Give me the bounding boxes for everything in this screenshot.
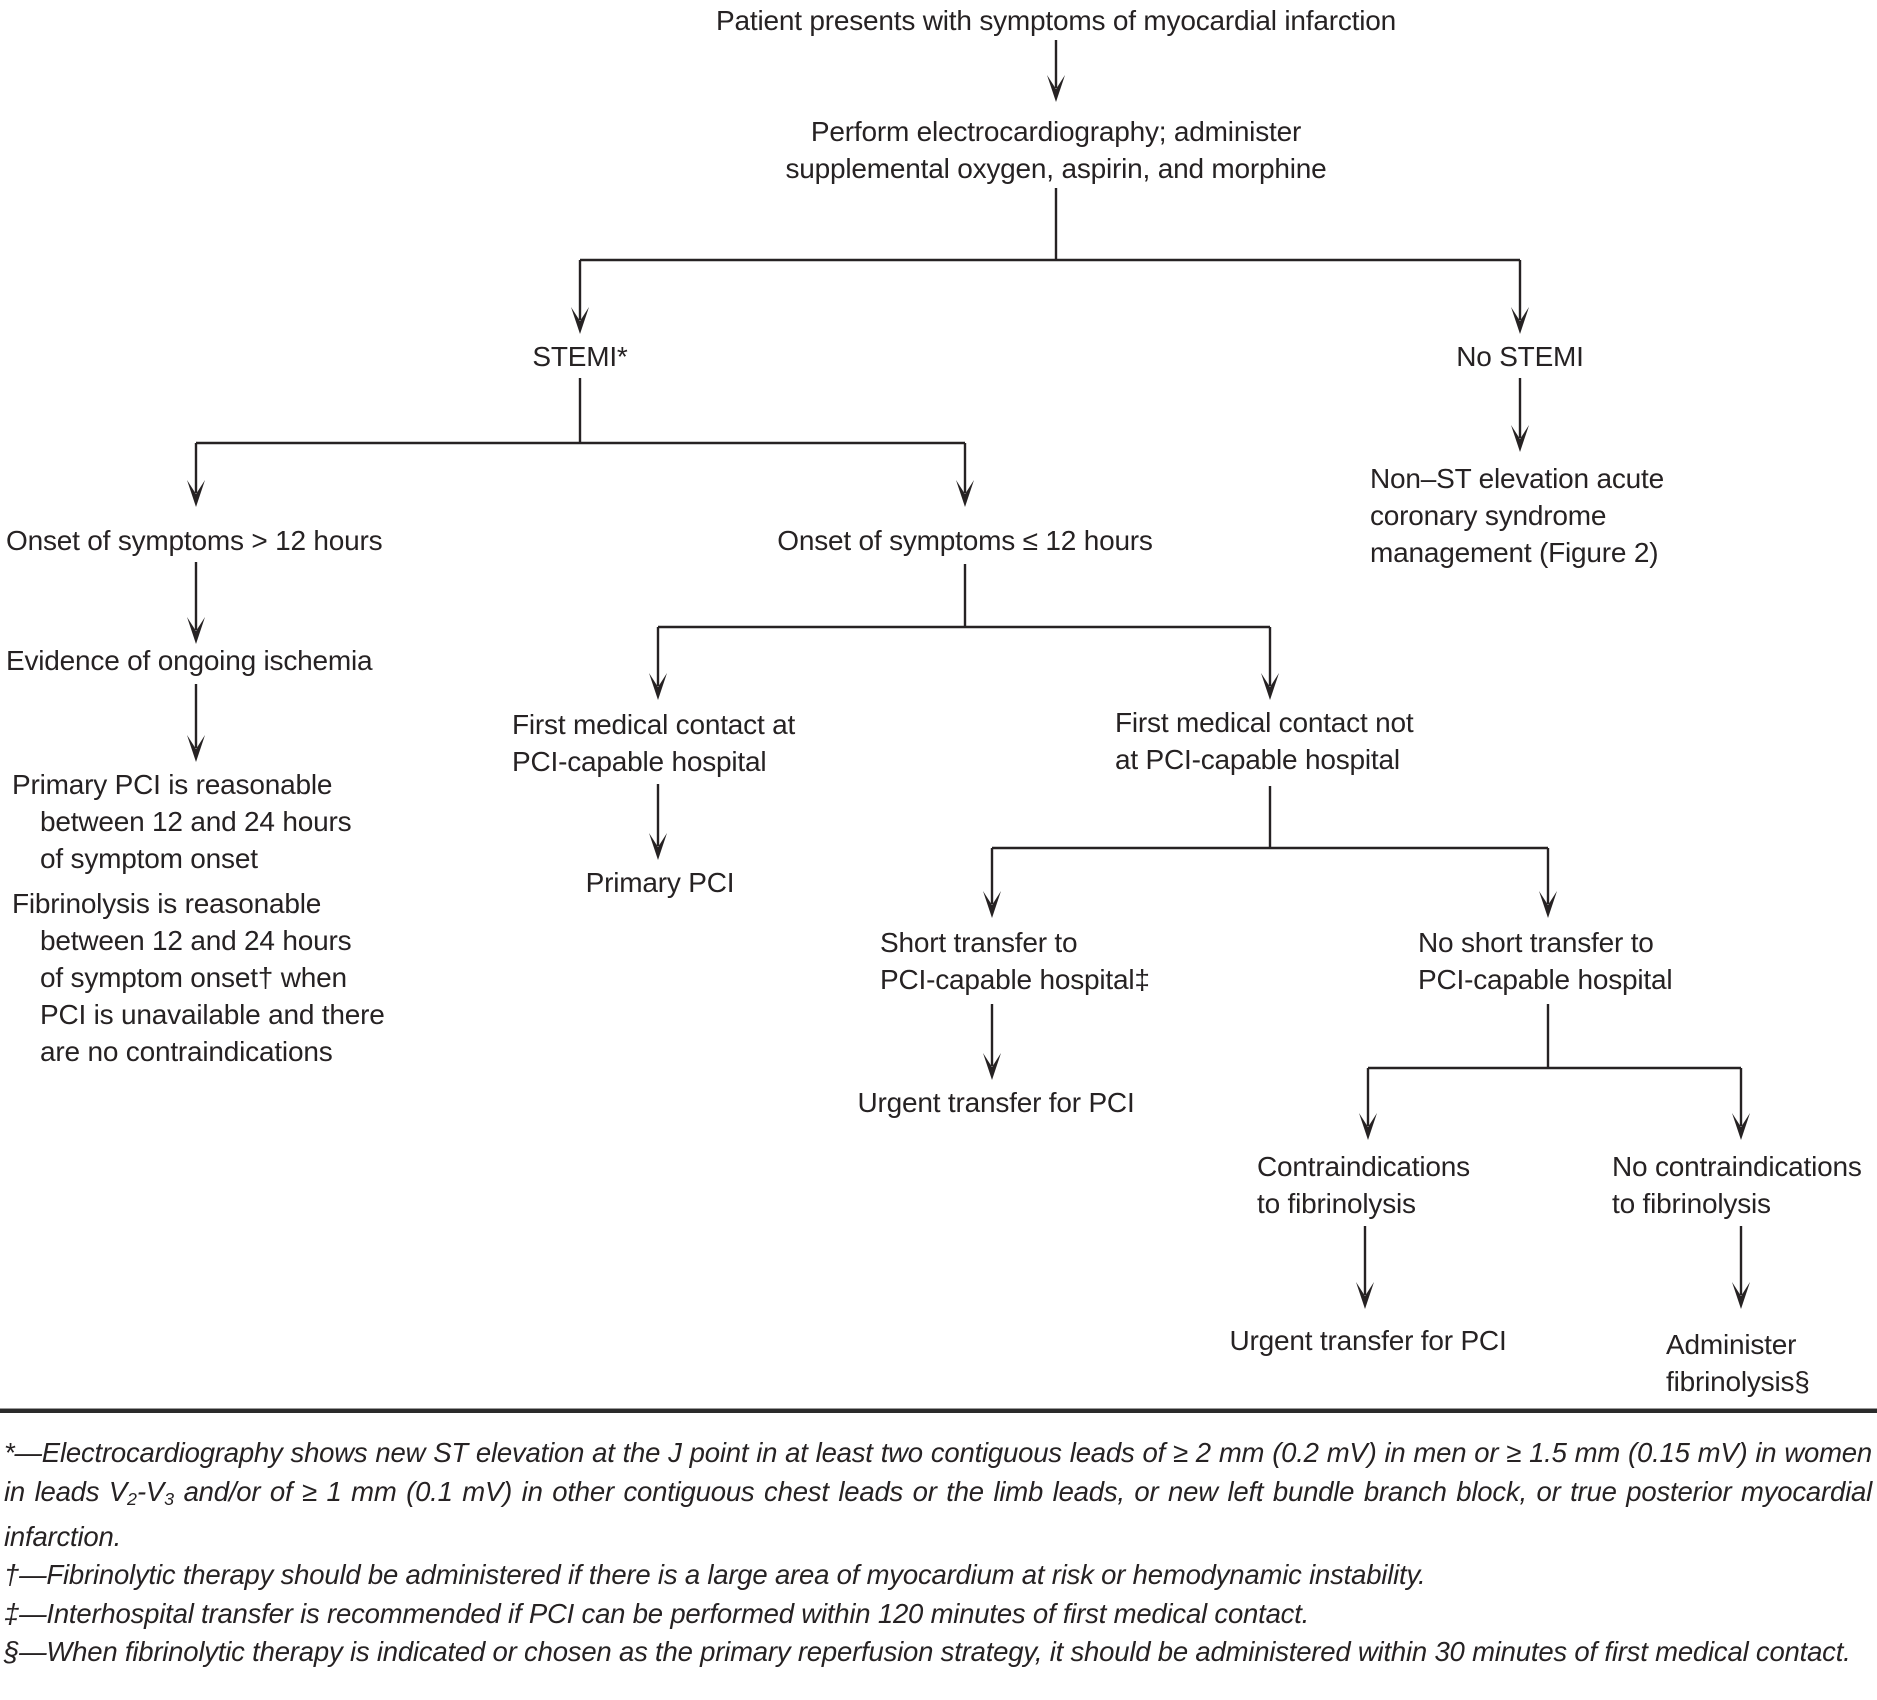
node-stemi: STEMI*	[532, 341, 628, 372]
node-patient-presents: Patient presents with symptoms of myocar…	[716, 5, 1396, 36]
node-primary-pci-reasonable: Primary PCI is reasonable between 12 and…	[12, 769, 352, 874]
node-onset-le-12h: Onset of symptoms ≤ 12 hours	[777, 525, 1153, 556]
node-administer-fibrinolysis: Administer fibrinolysis§	[1666, 1329, 1810, 1397]
node-ongoing-ischemia: Evidence of ongoing ischemia	[6, 645, 373, 676]
node-perform-ecg: Perform electrocardiography; administer …	[785, 116, 1327, 184]
node-short-transfer: Short transfer to PCI-capable hospital‡	[880, 927, 1150, 995]
footnote-star-text-2: -V	[136, 1475, 165, 1507]
node-urgent-transfer-2: Urgent transfer for PCI	[1229, 1325, 1507, 1356]
node-onset-gt-12h: Onset of symptoms > 12 hours	[6, 525, 383, 556]
footnote-double-dagger: ‡—Interhospital transfer is recommended …	[4, 1597, 1310, 1629]
node-no-contraindications: No contraindications to fibrinolysis	[1612, 1151, 1862, 1219]
edge-lines	[194, 40, 1743, 1295]
node-fmc-not-at-pci-hospital: First medical contact not at PCI-capable…	[1115, 707, 1414, 775]
node-no-stemi: No STEMI	[1456, 341, 1584, 372]
node-contraindications: Contraindications to fibrinolysis	[1257, 1151, 1470, 1219]
footnote-star: *—Electrocardiography shows new ST eleva…	[4, 1434, 1872, 1556]
footnote-dagger: †—Fibrinolytic therapy should be adminis…	[4, 1559, 1426, 1591]
node-no-short-transfer: No short transfer to PCI-capable hospita…	[1418, 927, 1673, 995]
footnote-star-sub-v3: 3	[164, 1488, 175, 1509]
footnote-section: §—When fibrinolytic therapy is indicated…	[4, 1636, 1851, 1668]
node-fibrinolysis-reasonable: Fibrinolysis is reasonable between 12 an…	[12, 888, 385, 1067]
footnote-divider	[0, 1408, 1877, 1413]
footnote-star-sub-v2: 2	[127, 1488, 137, 1509]
node-urgent-transfer-1: Urgent transfer for PCI	[857, 1087, 1135, 1118]
node-fmc-at-pci-hospital: First medical contact at PCI-capable hos…	[512, 709, 796, 777]
footnote-star-text-1: *—Electrocardiography shows new ST eleva…	[4, 1437, 1872, 1507]
footnote-star-text-3: and/or of ≥ 1 mm (0.1 mV) in other conti…	[4, 1475, 1872, 1552]
node-nstemi-management: Non–ST elevation acute coronary syndrome…	[1370, 463, 1664, 568]
node-primary-pci: Primary PCI	[585, 867, 735, 898]
footnotes: *—Electrocardiography shows new ST eleva…	[4, 1434, 1872, 1672]
